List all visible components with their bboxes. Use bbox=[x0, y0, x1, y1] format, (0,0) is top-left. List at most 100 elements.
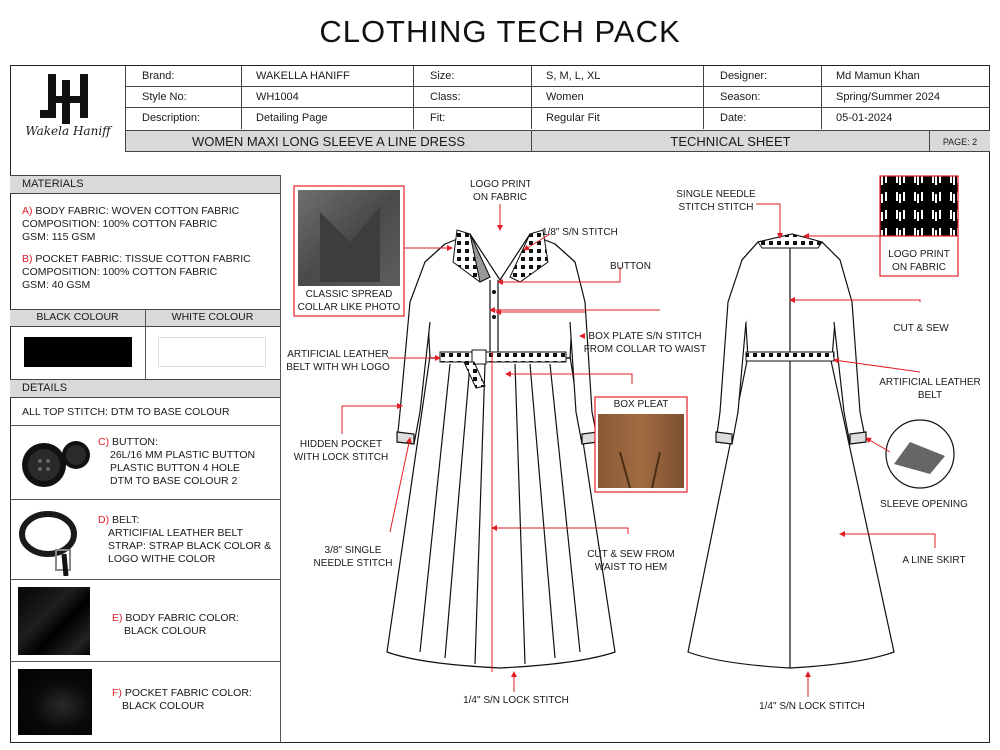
box-plate-callout: BOX PLATE S/N STITCH FROM COLLAR TO WAIS… bbox=[583, 331, 707, 355]
material-b-letter: B) bbox=[22, 253, 33, 265]
material-b: B) POCKET FABRIC: TISSUE COTTON FABRIC C… bbox=[22, 253, 277, 292]
lock-stitch-back-callout: 1/4" S/N LOCK STITCH bbox=[759, 701, 865, 712]
lock-stitch-front-callout: 1/4" S/N LOCK STITCH bbox=[463, 695, 569, 706]
size-label: Size: bbox=[414, 66, 532, 87]
technical-sheet-bar: TECHNICAL SHEET bbox=[532, 130, 930, 152]
product-name-bar: WOMEN MAXI LONG SLEEVE A LINE DRESS bbox=[126, 130, 532, 152]
belt-detail-line2: ARTICIFIAL LEATHER BELT bbox=[108, 527, 243, 539]
description-value: Detailing Page bbox=[242, 108, 414, 129]
belt-photo bbox=[19, 511, 77, 576]
date-value: 05-01-2024 bbox=[836, 112, 893, 124]
body-fabric-line1: BODY FABRIC COLOR: bbox=[122, 612, 239, 624]
white-colour-label: WHITE COLOUR bbox=[171, 311, 254, 323]
pocket-fabric-swatch bbox=[18, 669, 92, 735]
box-pleat-photo bbox=[598, 414, 684, 488]
wh-logo-mark bbox=[40, 74, 88, 124]
size-value: S, M, L, XL bbox=[532, 66, 704, 87]
designer-label: Designer: bbox=[704, 66, 822, 87]
class-label: Class: bbox=[414, 87, 532, 108]
top-stitch-note: ALL TOP STITCH: DTM TO BASE COLOUR bbox=[22, 406, 230, 418]
style-label: Style No: bbox=[126, 87, 242, 108]
pocket-fabric-letter: F) bbox=[112, 687, 122, 699]
season-label: Season: bbox=[704, 87, 822, 108]
material-b-line1: POCKET FABRIC: TISSUE COTTON FABRIC bbox=[32, 253, 251, 265]
page-number: PAGE: 2 bbox=[930, 130, 990, 152]
front-dress bbox=[386, 233, 616, 669]
belt-detail: D) BELT: ARTICIFIAL LEATHER BELT STRAP: … bbox=[98, 514, 271, 566]
stitch-3-8-callout: 3/8" SINGLE NEEDLE STITCH bbox=[313, 545, 393, 569]
class-value: Women bbox=[532, 87, 704, 108]
logo-print-front-callout: LOGO PRINT ON FABRIC bbox=[470, 179, 530, 203]
material-a-line1: BODY FABRIC: WOVEN COTTON FABRIC bbox=[32, 205, 240, 217]
leather-belt-callout: ARTIFICIAL LEATHER BELT bbox=[879, 377, 981, 401]
belt-detail-line1: BELT: bbox=[109, 514, 140, 526]
body-fabric-detail: E) BODY FABRIC COLOR: BLACK COLOUR bbox=[112, 612, 239, 638]
material-a-letter: A) bbox=[22, 205, 33, 217]
single-needle-callout: SINGLE NEEDLE STITCH STITCH bbox=[676, 189, 756, 213]
body-fabric-line2: BLACK COLOUR bbox=[124, 625, 207, 637]
belt-callout: ARTIFICIAL LEATHER BELT WITH WH LOGO bbox=[286, 349, 390, 373]
button-detail-line3: PLASTIC BUTTON 4 HOLE bbox=[110, 462, 240, 474]
fit-value: Regular Fit bbox=[532, 108, 704, 129]
header-table: Brand: WAKELLA HANIFF Size: S, M, L, XL … bbox=[126, 66, 990, 130]
button-detail-letter: C) bbox=[98, 436, 110, 448]
sleeve-opening-callout: SLEEVE OPENING bbox=[880, 499, 968, 510]
belt-detail-line4: LOGO WITHE COLOR bbox=[108, 553, 216, 565]
stitch-1-8-callout: 1/8" S/N STITCH bbox=[542, 227, 618, 238]
divider bbox=[10, 661, 280, 662]
tech-pack-frame bbox=[10, 65, 990, 743]
cut-sew-callout: CUT & SEW bbox=[893, 323, 949, 334]
button-callout: BUTTON bbox=[610, 261, 651, 272]
material-b-line2: COMPOSITION: 100% COTTON FABRIC bbox=[22, 266, 218, 278]
divider bbox=[10, 425, 280, 426]
button-detail: C) BUTTON: 26L/16 MM PLASTIC BUTTON PLAS… bbox=[98, 436, 255, 488]
pocket-fabric-line1: POCKET FABRIC COLOR: bbox=[121, 687, 252, 699]
body-fabric-letter: E) bbox=[112, 612, 123, 624]
date-label: Date: bbox=[704, 108, 822, 129]
brand-value: WAKELLA HANIFF bbox=[242, 66, 414, 87]
button-detail-line4: DTM TO BASE COLOUR 2 bbox=[110, 475, 238, 487]
divider bbox=[10, 499, 280, 500]
hidden-pocket-callout: HIDDEN POCKET WITH LOCK STITCH bbox=[293, 439, 389, 463]
divider bbox=[10, 579, 280, 580]
collar-callout: CLASSIC SPREAD COLLAR LIKE PHOTO bbox=[297, 289, 401, 313]
logo-print-swatch bbox=[879, 175, 959, 237]
pocket-fabric-line2: BLACK COLOUR bbox=[122, 700, 205, 712]
box-pleat-callout: BOX PLEAT bbox=[613, 399, 669, 410]
belt-detail-line3: STRAP: STRAP BLACK COLOR & bbox=[108, 540, 272, 552]
logo-script-text: Wakela Haniff bbox=[25, 124, 111, 138]
materials-heading: MATERIALS bbox=[10, 175, 280, 194]
body-fabric-swatch bbox=[18, 587, 90, 655]
back-dress bbox=[687, 233, 895, 669]
style-value: WH1004 bbox=[242, 87, 414, 108]
pocket-fabric-detail: F) POCKET FABRIC COLOR: BLACK COLOUR bbox=[112, 687, 252, 713]
season-value: Spring/Summer 2024 bbox=[822, 87, 990, 108]
back-collar bbox=[757, 233, 823, 249]
brand-logo: Wakela Haniff bbox=[10, 66, 126, 152]
material-a-line3: GSM: 115 GSM bbox=[22, 231, 96, 243]
brand-label: Brand: bbox=[126, 66, 242, 87]
button-detail-line2: 26L/16 MM PLASTIC BUTTON bbox=[110, 449, 256, 461]
logo-print-back-callout: LOGO PRINT ON FABRIC bbox=[888, 249, 950, 273]
page-title: CLOTHING TECH PACK bbox=[319, 14, 681, 49]
button-detail-line1: BUTTON: bbox=[109, 436, 158, 448]
black-swatch bbox=[24, 337, 132, 367]
technical-drawing: CLASSIC SPREAD COLLAR LIKE PHOTO LOGO PR… bbox=[286, 175, 981, 712]
designer-value: Md Mamun Khan bbox=[822, 66, 990, 87]
material-b-line3: GSM: 40 GSM bbox=[22, 279, 91, 291]
button-photo bbox=[22, 441, 90, 487]
material-a: A) BODY FABRIC: WOVEN COTTON FABRIC COMP… bbox=[22, 205, 277, 244]
white-swatch bbox=[158, 337, 266, 367]
belt-buckle bbox=[471, 349, 487, 365]
a-line-skirt-callout: A LINE SKIRT bbox=[902, 555, 966, 566]
left-panel-divider bbox=[280, 175, 281, 743]
fit-label: Fit: bbox=[414, 108, 532, 129]
cut-sew-waist-callout: CUT & SEW FROM WAIST TO HEM bbox=[587, 549, 675, 573]
back-belt bbox=[745, 351, 835, 362]
black-colour-label: BLACK COLOUR bbox=[36, 311, 119, 323]
material-a-line2: COMPOSITION: 100% COTTON FABRIC bbox=[22, 218, 218, 230]
front-collar-right bbox=[509, 229, 549, 283]
front-belt bbox=[439, 351, 567, 363]
belt-detail-letter: D) bbox=[98, 514, 110, 526]
colour-divider bbox=[145, 309, 146, 379]
